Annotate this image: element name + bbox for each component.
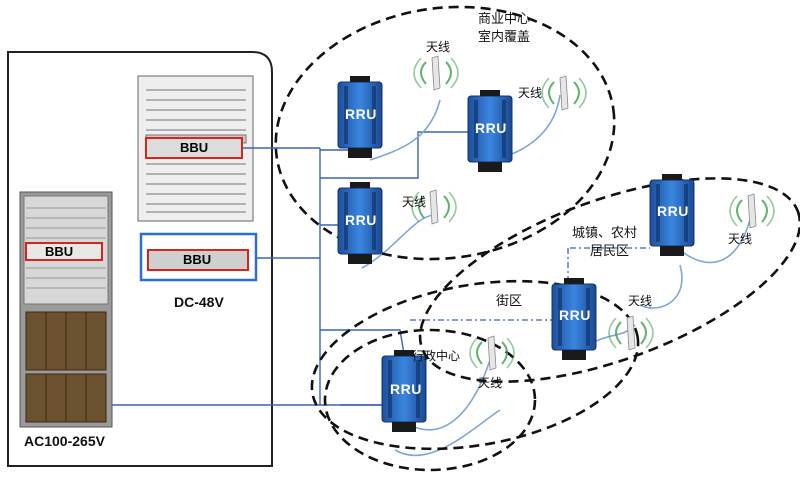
rru-label-2: RRU: [475, 120, 507, 136]
label-commercial-center: 商业中心: [478, 12, 531, 27]
bbu-label-cabinet: BBU: [180, 140, 209, 155]
label-ac-power: AC100-265V: [24, 433, 105, 449]
antenna-icon: [413, 55, 459, 91]
equipment-room-outline: [7, 51, 273, 467]
rack-bbu-highlight: [25, 242, 103, 261]
label-street-area: 街区: [496, 294, 523, 309]
rru-label-4: RRU: [657, 203, 689, 219]
label-antenna-5: 天线: [628, 294, 653, 308]
cabinet-bbu-highlight: [145, 137, 243, 159]
fiber-links: [112, 131, 490, 406]
antenna-icon: [469, 335, 515, 371]
label-residential-area: 居民区: [590, 244, 630, 259]
rru-label-1: RRU: [345, 106, 377, 122]
rru-label-5: RRU: [559, 307, 591, 323]
bbu-label-dc: BBU: [183, 252, 212, 267]
label-township-rural: 城镇、农村: [572, 226, 638, 241]
antenna-icon: [729, 193, 775, 229]
label-admin-center: 行政中心: [412, 349, 461, 363]
label-antenna-4: 天线: [728, 232, 753, 246]
antenna-icon: [608, 315, 654, 351]
rru-label-3: RRU: [345, 212, 377, 228]
label-dc-power: DC-48V: [174, 294, 224, 310]
antenna-cables: [361, 94, 751, 457]
wireless-dash-links: [410, 247, 650, 321]
rru-label-6: RRU: [390, 381, 422, 397]
label-antenna-6: 天线: [478, 376, 503, 390]
antenna-icon: [541, 75, 587, 111]
label-indoor-coverage: 室内覆盖: [478, 30, 531, 45]
bbu-label-rack: BBU: [45, 244, 74, 259]
label-antenna-1: 天线: [426, 40, 451, 54]
label-antenna-2: 天线: [518, 86, 543, 100]
coverage-areas: [274, 5, 800, 472]
label-antenna-3: 天线: [402, 195, 427, 209]
indoor-rack-cabinet: [19, 191, 113, 428]
dc-power-unit: [139, 232, 258, 282]
